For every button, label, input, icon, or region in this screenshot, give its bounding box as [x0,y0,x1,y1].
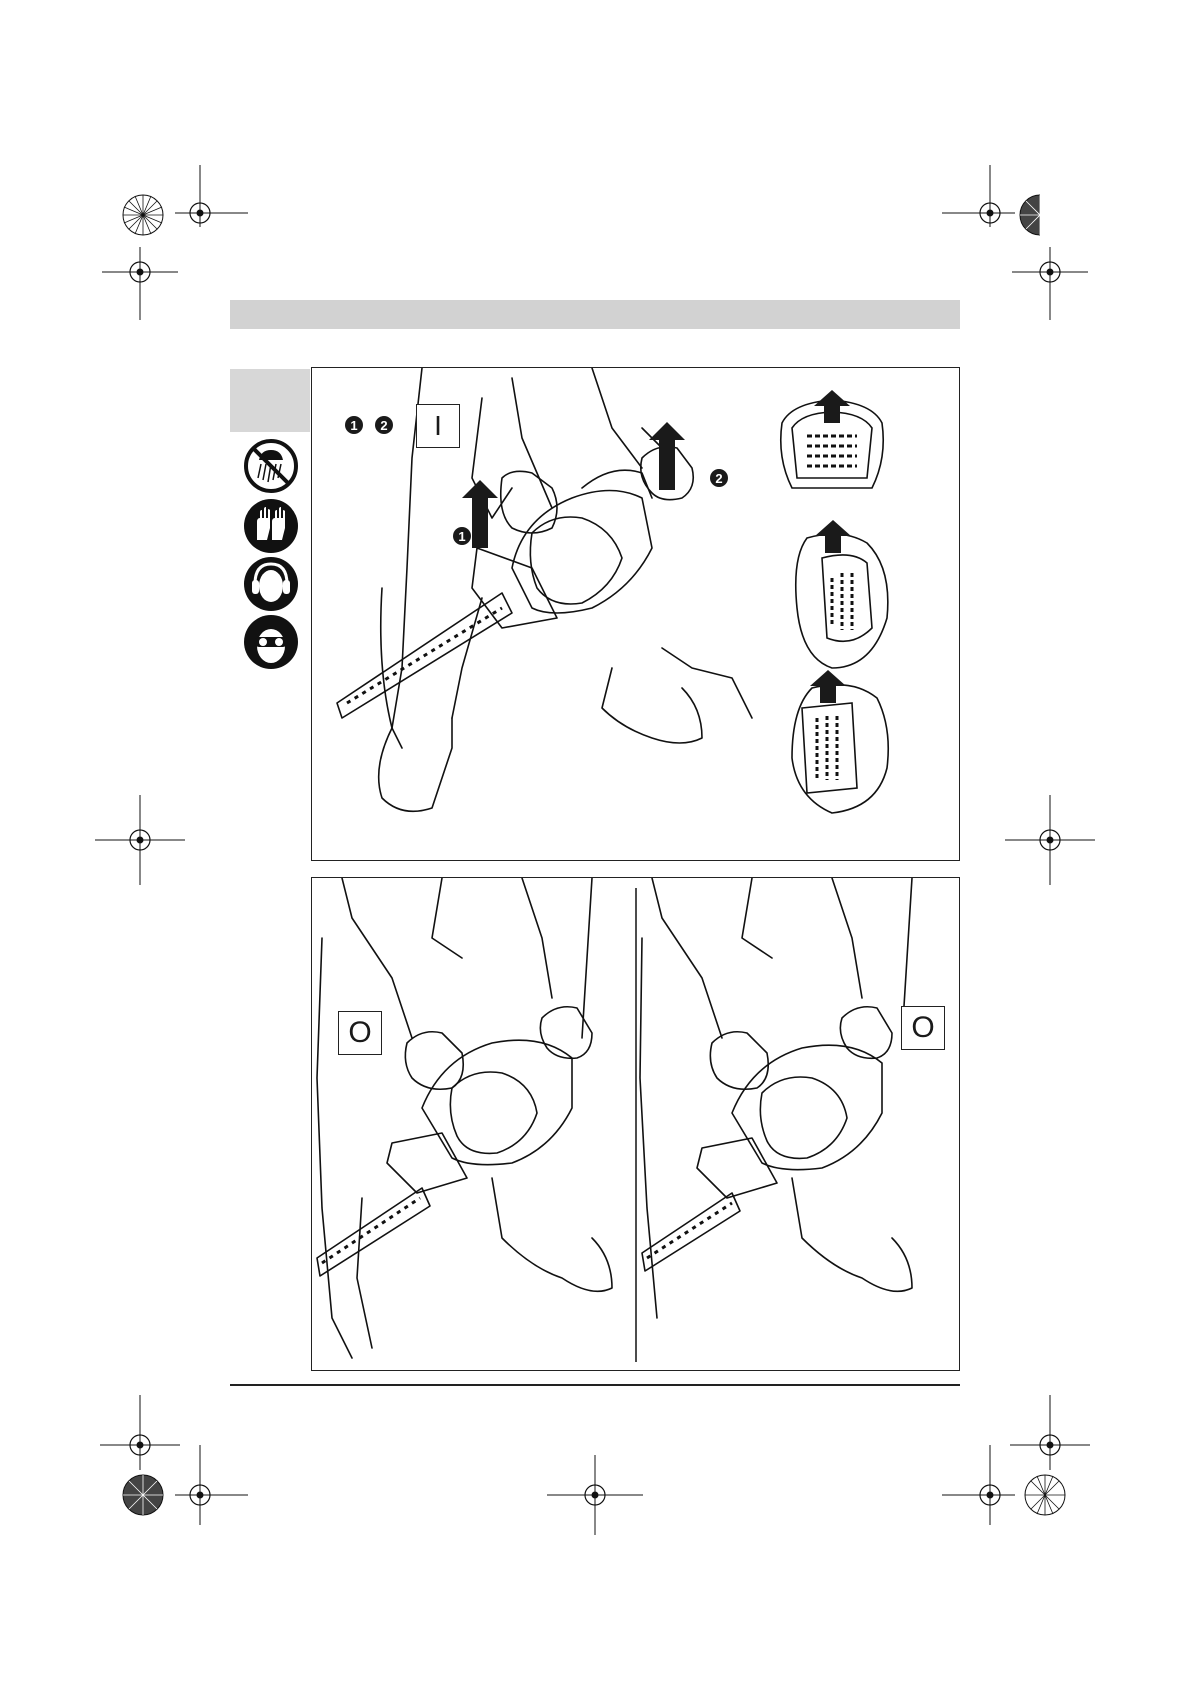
switch-on-label: I [434,410,442,442]
switch-arrow-1 [814,390,850,423]
crosshair-mark [90,790,190,890]
arrow-up-2 [649,422,685,490]
figure-panel-start-tool: 1 2 I 1 2 [311,367,960,861]
crosshair-mark [545,1445,645,1545]
switch-off-symbol-right: O [901,1006,945,1050]
switch-off-label-right: O [911,1011,934,1045]
figure-panel-stop-tool: O O [311,877,960,1371]
crosshair-mark [1000,790,1100,890]
step-number-1: 1 [345,416,363,434]
arrow-label-2: 2 [710,469,728,487]
gloves-icon [243,498,299,554]
crosshair-mark [150,1445,250,1545]
step-number-2: 2 [375,416,393,434]
header-bar [230,300,960,329]
switch-on-symbol: I [416,404,460,448]
footer-rule [230,1384,960,1386]
crosshair-mark [90,222,190,322]
switch-off-symbol-left: O [338,1011,382,1055]
illustration-two-hand-start [312,368,961,862]
arrow-label-1: 1 [453,527,471,545]
switch-arrow-2 [815,520,851,553]
eye-protection-icon [243,614,299,670]
switch-detail-view-2 [796,534,888,668]
side-tab [230,369,310,432]
switch-detail-view-3 [792,685,888,813]
ear-protection-icon [243,556,299,612]
crosshair-mark [1000,222,1100,322]
registration-mark-bottom-right-target [995,1445,1095,1545]
illustration-two-hand-release [312,878,961,1372]
no-rain-icon [243,438,299,494]
switch-off-label-left: O [348,1016,371,1050]
